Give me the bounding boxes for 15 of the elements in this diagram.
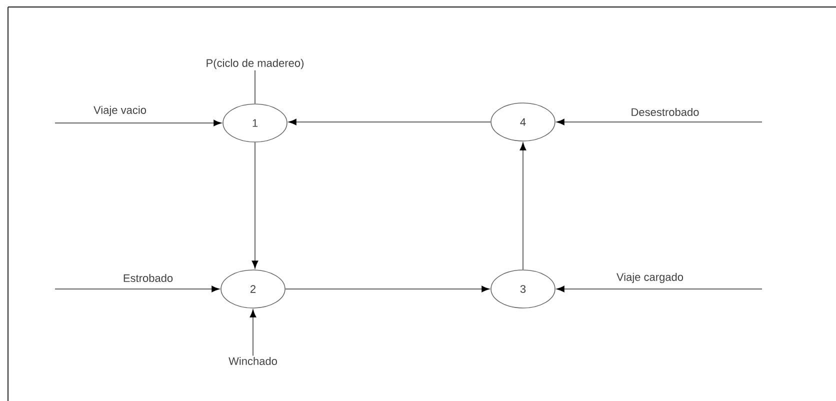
edge-label: Estrobado (122, 272, 174, 284)
node-label: Winchado (228, 356, 277, 366)
arrow (556, 286, 762, 292)
edge-label: Viaje vacio (92, 104, 148, 118)
arrow (250, 310, 256, 356)
edge-label: Viaje cargado (615, 272, 685, 284)
arrow (288, 118, 492, 126)
edge-label: Desestrobado (630, 106, 700, 118)
arrow (54, 286, 220, 292)
arrow (284, 286, 490, 292)
node-label: P(ciclo de madereo) (206, 58, 304, 70)
arrow (520, 142, 526, 270)
arrow (556, 118, 762, 126)
arrow (54, 120, 222, 126)
arrow (252, 142, 258, 268)
